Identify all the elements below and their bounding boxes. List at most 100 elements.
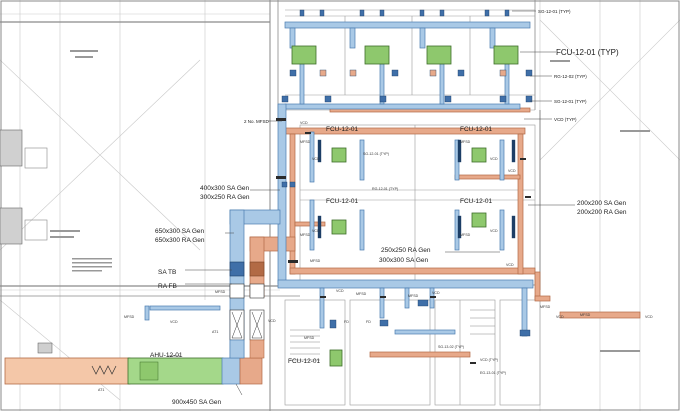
label-att1: AT1 (98, 388, 104, 392)
label-mfsd: MFSD (540, 305, 551, 309)
fan-coil-unit-icon (291, 45, 317, 65)
diffuser-icon (349, 69, 357, 77)
diffuser-icon (504, 9, 510, 17)
label-vcd-typ: VCD (TYP) (554, 117, 577, 122)
diffuser-icon (457, 69, 465, 77)
label-rg-inner: RG-12-01 (TYP) (372, 187, 398, 191)
sound-attenuator-icon (229, 261, 245, 277)
diffuser-icon (379, 9, 385, 17)
label-sg-top: SG-12-01 (TYP) (538, 9, 571, 14)
volume-control-damper-icon (430, 296, 436, 298)
label-vcd: VCD (645, 315, 653, 319)
label-att2: AT1 (212, 330, 218, 334)
fan-coil-unit-icon (329, 349, 343, 367)
volume-control-damper-icon (470, 362, 476, 364)
fan-coil-unit-icon (493, 45, 519, 65)
label-vcd: VCD (268, 319, 276, 323)
label-fd: FD (344, 320, 349, 324)
fan-coil-unit-icon (471, 147, 487, 163)
label-vcd: VCD (506, 263, 514, 267)
label-mfsd: MFSD (215, 290, 226, 294)
label-vcd: VCD (336, 289, 344, 293)
label-vcd: VCD (556, 315, 564, 319)
label-vcd: VCD (312, 229, 320, 233)
fan-coil-unit-icon (364, 45, 390, 65)
label-sa-400: 400x300 SA Gen (200, 185, 250, 192)
label-sa-900: 900x450 SA Gen (172, 399, 222, 406)
dampers (276, 118, 531, 364)
volume-control-damper-icon (305, 132, 311, 134)
label-vcd: VCD (490, 229, 498, 233)
leader-lines (168, 10, 575, 396)
sound-attenuator-icon (229, 283, 245, 299)
label-vcd: VCD (170, 320, 178, 324)
label-ra-300: 300x250 RA Gen (200, 194, 250, 201)
label-sa-200: 200x200 SA Gen (577, 200, 627, 207)
label-fcu-e: FCU-12-01 (288, 358, 321, 365)
label-fd: FD (366, 320, 371, 324)
diffuser-icon (289, 69, 297, 77)
label-ahu: AHU-12-01 (150, 352, 183, 359)
diffuser-icon (484, 9, 490, 17)
fan-coil-units (291, 45, 519, 367)
sound-attenuator-icon (249, 283, 265, 299)
volume-control-damper-icon (320, 296, 326, 298)
fan-coil-unit-icon (331, 147, 347, 163)
diffuser-icon (499, 69, 507, 77)
label-mfsd: MFSD (460, 140, 471, 144)
label-fcu-d: FCU-12-01 (460, 198, 493, 205)
diffuser-icon (439, 9, 445, 17)
label-ra-fb: RA FB (158, 283, 177, 290)
fan-coil-unit-icon (471, 212, 487, 228)
grilles (281, 9, 533, 337)
label-vcd: VCD (432, 291, 440, 295)
diffuser-icon (525, 69, 533, 77)
label-sa-650: 650x300 SA Gen (155, 228, 205, 235)
diffuser-icon (419, 9, 425, 17)
label-mfsd: MFSD (310, 259, 321, 263)
diffuser-icon (281, 95, 289, 103)
label-fcu-a: FCU-12-01 (326, 126, 359, 133)
label-ra-200: 200x200 RA Gen (577, 209, 627, 216)
diffuser-icon (429, 69, 437, 77)
diffuser-icon (319, 69, 327, 77)
fan-coil-unit-icon (426, 45, 452, 65)
label-fcu-c: FCU-12-01 (326, 198, 359, 205)
label-mfsd: MFSD (304, 336, 315, 340)
label-mfsd: MFSD (300, 233, 311, 237)
label-vcd-typ2: VCD (TYP) (480, 358, 498, 362)
diffuser-icon (525, 95, 533, 103)
label-sg-13: SG-13-02 (TYP) (438, 345, 464, 349)
label-mfsd: MFSD (408, 294, 419, 298)
label-vcd: VCD (300, 121, 308, 125)
diffuser-icon (324, 95, 332, 103)
label-sg-inner: SG-12-01 (TYP) (363, 152, 389, 156)
air-handling-unit-plenum (4, 357, 131, 385)
label-sa-tb: SA TB (158, 269, 176, 276)
fire-smoke-damper-icon (276, 176, 286, 179)
label-mfsd-2no: 2 No. MFSD (244, 119, 270, 124)
return-ductwork (249, 107, 641, 358)
diffuser-icon (359, 9, 365, 17)
diffuser-icon (444, 95, 452, 103)
label-vcd: VCD (312, 157, 320, 161)
ahu-assembly (4, 261, 265, 385)
label-vcd: VCD (490, 157, 498, 161)
label-mfsd: MFSD (356, 292, 367, 296)
fire-smoke-damper-icon (276, 118, 286, 121)
supply-ductwork (144, 21, 534, 361)
label-rg: RG-12-02 (TYP) (554, 74, 587, 79)
label-fcu-typ: FCU-12-01 (TYP) (556, 48, 619, 57)
label-ra-650: 650x300 RA Gen (155, 237, 205, 244)
volume-control-damper-icon (380, 296, 386, 298)
label-fcu-b: FCU-12-01 (460, 126, 493, 133)
volume-control-damper-icon (525, 196, 531, 198)
volume-control-damper-icon (520, 158, 526, 160)
diffuser-icon (499, 95, 507, 103)
label-mfsd: MFSD (124, 315, 135, 319)
label-sg-mid: SG-12-01 (TYP) (554, 99, 587, 104)
label-mfsd: MFSD (580, 313, 591, 317)
label-eg-13: EG-13-01 (TYP) (480, 371, 506, 375)
